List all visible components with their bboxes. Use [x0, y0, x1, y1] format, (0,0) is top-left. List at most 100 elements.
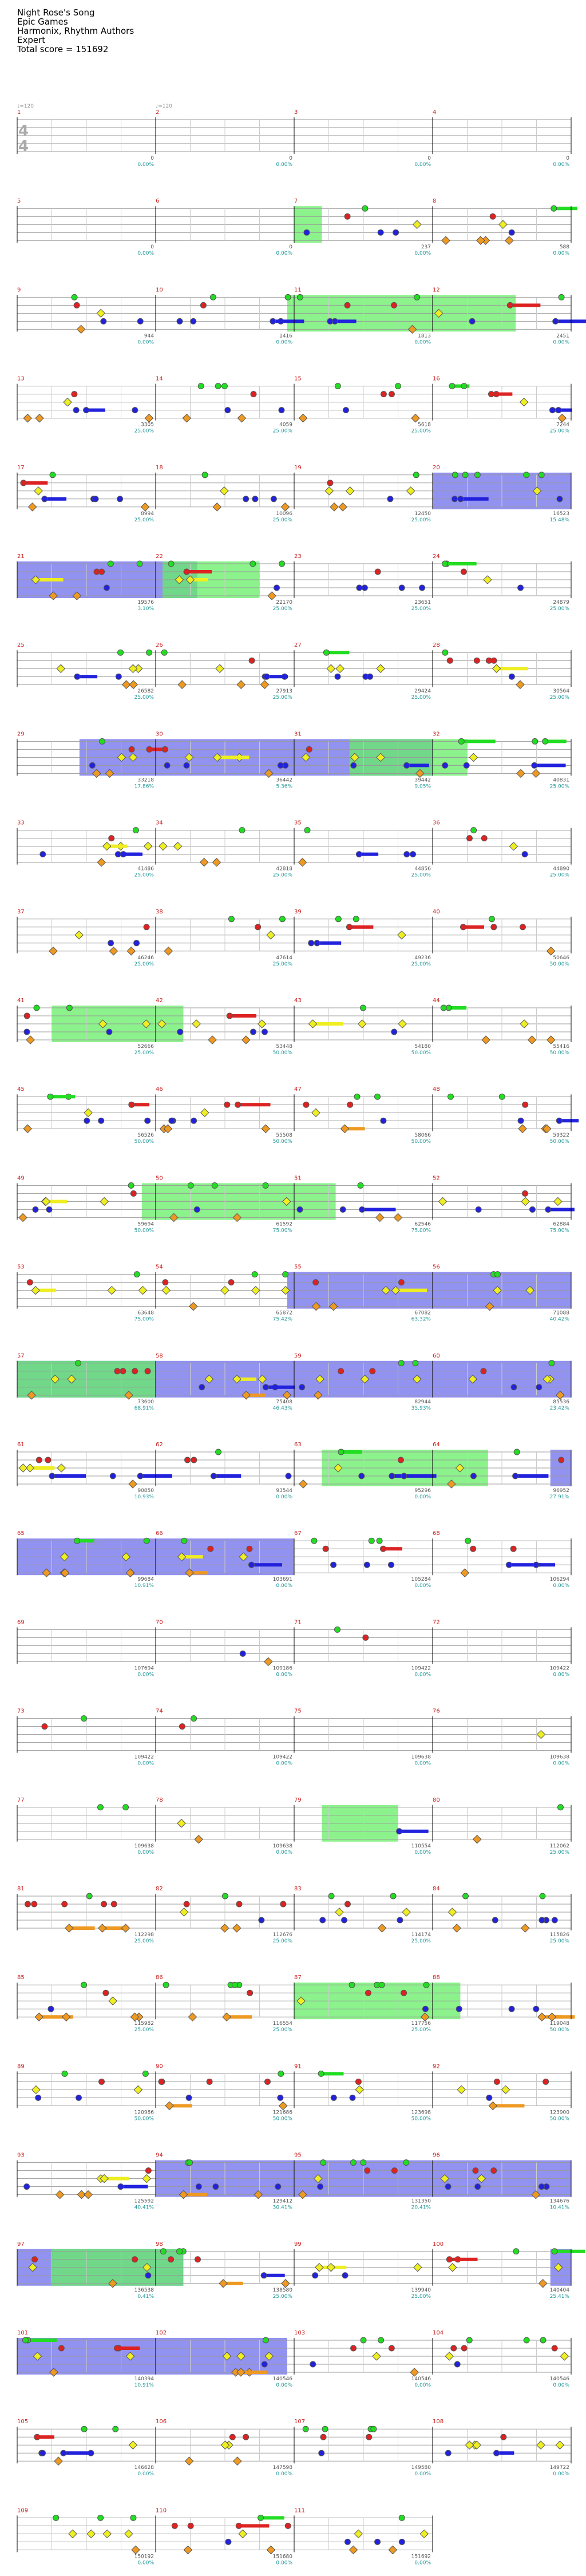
note-gem	[449, 383, 456, 390]
measure-number: 66	[156, 1530, 163, 1537]
measure-score: 0	[289, 244, 292, 250]
note-gem	[377, 229, 384, 236]
sustain-note	[552, 408, 572, 412]
note-gem	[522, 1101, 529, 1108]
note-gem	[183, 762, 190, 769]
measure-number: 40	[433, 909, 440, 915]
measure-number: 15	[294, 376, 302, 382]
measure-score: 120986	[134, 2110, 155, 2115]
note-gem	[347, 1101, 354, 1108]
measure-score: 46246	[137, 955, 154, 961]
note-gem	[122, 1804, 129, 1811]
note-gem	[128, 664, 138, 673]
sustain-note	[260, 2516, 284, 2520]
measure-score: 42818	[276, 866, 292, 872]
measure-score: 116554	[273, 2021, 293, 2027]
sustain-note	[251, 1563, 282, 1567]
note-gem	[323, 649, 330, 656]
note-gem	[442, 560, 449, 567]
note-gem	[161, 1285, 171, 1295]
measure-number: 105	[17, 2419, 28, 2425]
note-gem	[126, 947, 136, 956]
measure-percent: 0.00%	[553, 1583, 569, 1589]
sustain-note	[399, 1829, 429, 1833]
sustain-note	[335, 319, 357, 323]
note-gem	[465, 2440, 474, 2450]
measure-score: 12450	[414, 511, 431, 517]
note-gem	[361, 584, 368, 591]
measure-percent: 0.00%	[553, 2471, 569, 2477]
note-gem	[335, 916, 342, 923]
note-gem	[171, 2522, 178, 2529]
note-gem	[224, 1101, 231, 1108]
measure-score: 36442	[276, 777, 292, 783]
note-gem	[458, 738, 465, 745]
note-gem	[442, 649, 449, 656]
note-gem	[342, 2272, 349, 2279]
measure-score: 140404	[550, 2288, 570, 2293]
measure-number: 74	[156, 1708, 163, 1715]
note-gem	[397, 931, 406, 940]
measure-score: 125592	[134, 2199, 154, 2205]
note-gem	[168, 560, 175, 567]
note-gem	[374, 1093, 381, 1100]
note-gem	[62, 2012, 71, 2021]
note-gem	[222, 2352, 232, 2361]
measure-score: 109422	[134, 1755, 154, 1760]
note-gem	[18, 1213, 27, 1222]
sustain-note	[140, 1474, 172, 1478]
note-gem	[553, 1197, 563, 1206]
note-gem	[406, 486, 415, 496]
measure-score: 63648	[137, 1311, 154, 1316]
note-gem	[194, 1835, 203, 1844]
sustain-note	[44, 497, 67, 501]
sustain-note	[106, 844, 127, 848]
note-gem	[510, 1545, 517, 1552]
note-gem	[533, 1561, 540, 1568]
note-gem	[35, 413, 44, 423]
measure-score: 109638	[411, 1755, 431, 1760]
note-gem	[161, 746, 168, 753]
note-gem	[312, 2272, 319, 2279]
sustain-note	[223, 2281, 243, 2285]
measure-percent: 0.41%	[137, 2294, 154, 2300]
measure-number: 59	[294, 1353, 302, 1359]
note-gem	[84, 1117, 90, 1124]
note-gem	[542, 738, 549, 745]
note-gem	[422, 2005, 429, 2012]
measure-number: 98	[156, 2241, 163, 2247]
note-gem	[527, 1035, 537, 1044]
note-gem	[360, 2159, 367, 2166]
note-gem	[350, 2345, 357, 2352]
note-gem	[311, 1301, 321, 1311]
sustain-note	[510, 303, 541, 307]
note-gem	[212, 857, 221, 867]
measure-number: 71	[294, 1619, 302, 1625]
note-gem	[537, 2012, 547, 2021]
measure-percent: 0.00%	[553, 2383, 569, 2388]
measure-score: 109638	[273, 1843, 293, 1849]
measure-score: 115982	[134, 2021, 154, 2027]
note-gem	[39, 851, 46, 858]
measure-score: 588	[560, 244, 569, 250]
sustain-note	[460, 497, 489, 501]
measure-number: 11	[294, 287, 302, 293]
measure-score: 62546	[414, 1221, 431, 1227]
note-gem	[53, 2514, 60, 2521]
note-gem	[109, 1473, 116, 1479]
measure-number: 33	[17, 820, 25, 826]
note-gem	[102, 1989, 109, 1996]
note-gem	[231, 2368, 240, 2377]
note-gem	[86, 2529, 96, 2539]
note-gem	[298, 857, 307, 867]
measure-percent: 0.00%	[276, 1583, 292, 1589]
measure-score: 67082	[414, 1311, 431, 1316]
note-gem	[221, 1893, 228, 1900]
note-gem	[450, 2345, 457, 2352]
note-gem	[358, 1473, 365, 1479]
note-gem	[312, 1279, 319, 1286]
note-gem	[133, 664, 143, 673]
measure-score: 82944	[414, 1399, 431, 1405]
measure-number: 6	[156, 198, 159, 204]
